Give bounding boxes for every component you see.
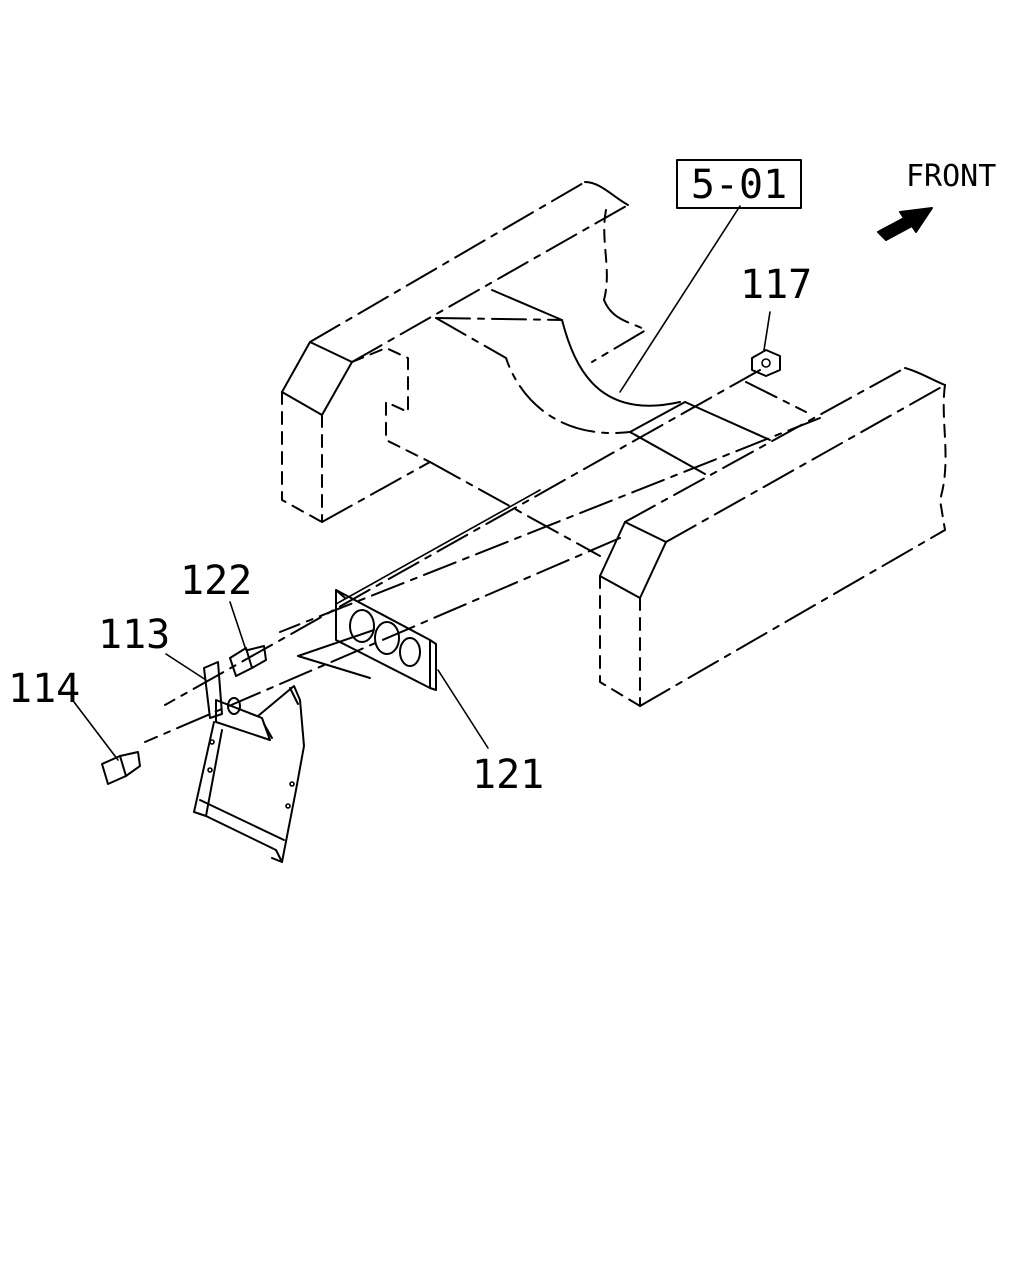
callout-121[interactable]: 121 (472, 752, 544, 798)
callout-122[interactable]: 122 (180, 558, 252, 604)
part-117-nut (751, 349, 781, 377)
part-121-plate (297, 589, 437, 691)
reference-label[interactable]: 5-01 (691, 162, 787, 208)
callout-114[interactable]: 114 (8, 666, 80, 712)
left-frame-rail (281, 181, 647, 523)
reference-box (676, 159, 802, 209)
right-frame-rail (599, 367, 947, 707)
leader-lines (73, 205, 771, 761)
part-114-bolt (101, 751, 141, 785)
front-direction-label: FRONT (906, 159, 996, 194)
callout-117[interactable]: 117 (740, 262, 812, 308)
crossmember (429, 289, 807, 557)
assembly-axes (144, 369, 821, 743)
part-122-bolt (229, 645, 267, 677)
front-arrow-icon (877, 207, 933, 241)
part-113-step-bracket (193, 661, 305, 863)
callout-113[interactable]: 113 (98, 612, 170, 658)
